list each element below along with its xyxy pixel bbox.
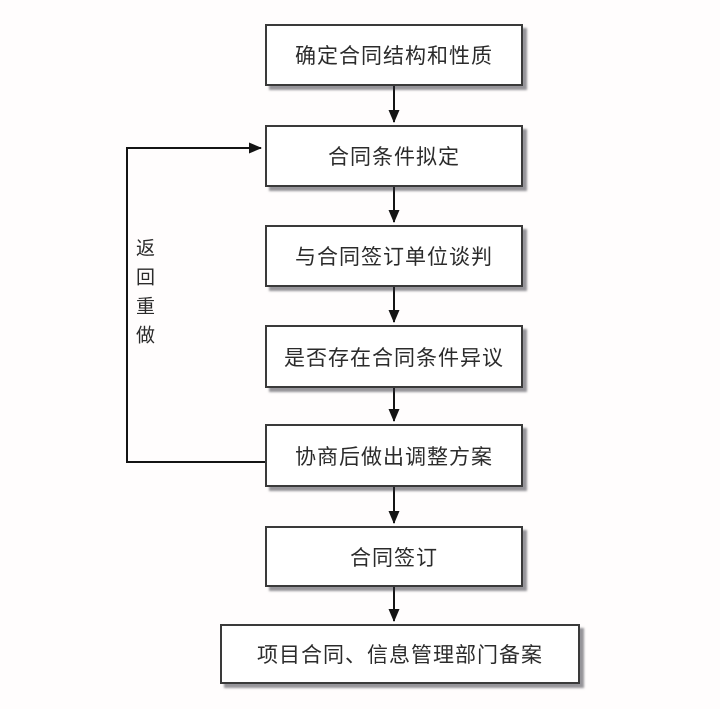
flow-node-label: 协商后做出调整方案 [295,445,493,469]
flow-node-label: 合同条件拟定 [328,146,460,169]
flow-node-adjustment-plan: 协商后做出调整方案 [265,424,523,487]
flow-node-label: 与合同签订单位谈判 [295,246,493,269]
flow-node-objection-check: 是否存在合同条件异议 [265,325,523,388]
flow-node-filing: 项目合同、信息管理部门备案 [220,624,580,684]
flow-node-determine-structure: 确定合同结构和性质 [265,24,523,86]
flow-node-negotiate: 与合同签订单位谈判 [265,225,523,287]
flow-node-contract-signing: 合同签订 [265,526,523,587]
flow-node-label: 是否存在合同条件异议 [284,346,504,370]
flow-node-label: 合同签订 [350,546,438,570]
loopback-label: 返回重做 [133,238,154,354]
flow-node-draft-conditions: 合同条件拟定 [265,125,523,187]
flow-node-label: 项目合同、信息管理部门备案 [257,644,543,667]
edge-loopback-node5-node2 [126,142,265,463]
flow-node-label: 确定合同结构和性质 [295,45,493,68]
